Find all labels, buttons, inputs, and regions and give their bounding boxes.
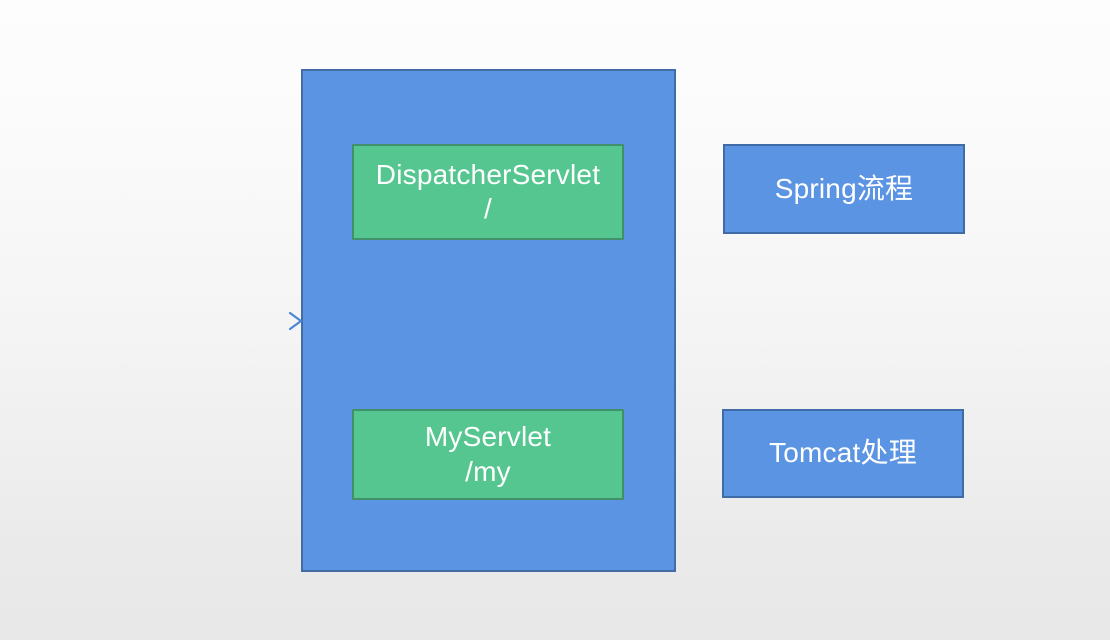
legend-spring-flow-box[interactable]: Spring流程 (723, 144, 965, 234)
dispatcher-servlet-name: DispatcherServlet (375, 158, 601, 190)
my-servlet-box[interactable]: MyServlet /my (352, 409, 624, 500)
dispatcher-servlet-box[interactable]: DispatcherServlet / (352, 144, 624, 240)
my-servlet-name: MyServlet (424, 421, 552, 453)
legend-tomcat-handling-label: Tomcat处理 (769, 437, 917, 469)
my-servlet-mapping: /my (465, 455, 511, 487)
arrow-head (288, 311, 303, 331)
legend-spring-flow-label: Spring流程 (774, 172, 914, 204)
legend-tomcat-handling-box[interactable]: Tomcat处理 (722, 409, 964, 498)
dispatcher-servlet-mapping: / (484, 193, 492, 224)
incoming-request-arrow (116, 311, 303, 331)
